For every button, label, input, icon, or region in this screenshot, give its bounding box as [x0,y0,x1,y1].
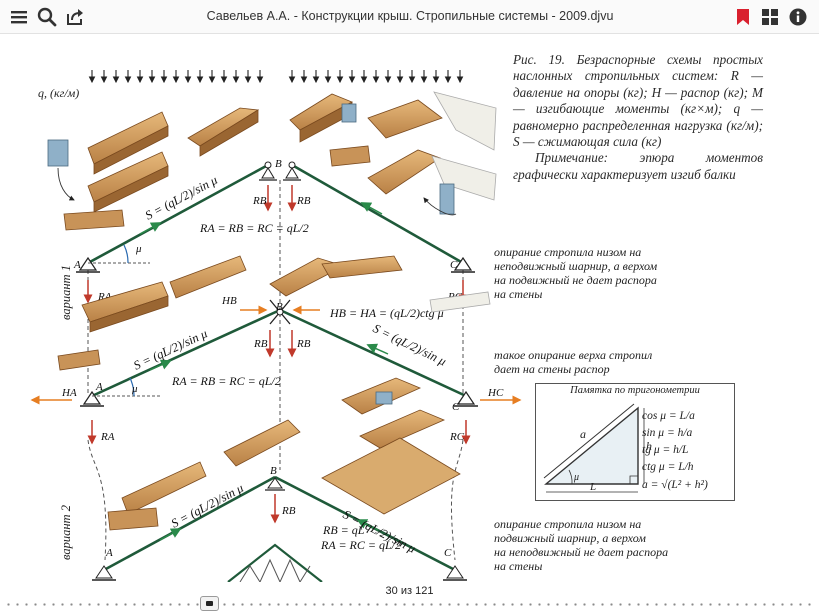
search-icon[interactable] [36,6,58,28]
svg-text:A: A [105,547,113,559]
document-title: Савельев А.А. - Конструкции крыш. Стропи… [206,9,614,23]
timber-illustrations [47,91,497,531]
s-label-3: S = (qL/2)/sin μ [371,321,449,369]
caption-note: Примечание: эпюра моментов графически ха… [513,150,763,182]
svg-text:a: a [580,427,586,441]
page-progress-track[interactable] [4,603,815,606]
svg-text:B: B [276,301,283,313]
r-equation-2: RA = RB = RC = qL/2 [171,374,281,388]
svg-text:RB: RB [296,338,311,350]
rb-equation-3: RB = qL [322,523,365,537]
svg-text:B: B [270,465,277,477]
svg-text:RB: RB [253,338,268,350]
svg-text:B: B [275,158,282,170]
menu-icon[interactable] [8,6,30,28]
info-icon[interactable] [787,6,809,28]
scheme-1 [76,161,475,304]
svg-text:RB: RB [252,195,267,207]
ra-equation-3: RA = RC = qL/2 [320,538,401,552]
load-label: q, (кг/м) [38,86,79,100]
svg-text:A: A [95,381,103,393]
scheme-2 [30,299,522,445]
share-icon[interactable] [64,6,86,28]
variant-1-label: вариант 1 [59,265,73,320]
page-slider-handle[interactable] [200,596,220,611]
grid-icon[interactable] [759,6,781,28]
svg-text:HB: HB [221,295,237,307]
caption-text: Рис. 19. Безраспорные схемы простых насл… [513,52,763,150]
side-note-1: опирание стропила низом на неподвижный ш… [494,245,658,301]
svg-text:RB: RB [281,505,296,517]
svg-text:C: C [450,259,458,271]
page-navigator: 30 из 121 [0,582,819,614]
document-page: q, (кг/м) вариант 1 вариант 2 [0,34,819,582]
svg-text:C: C [444,547,452,559]
svg-text:C: C [452,401,460,413]
r-equation-1: RA = RB = RC = qL/2 [199,221,309,235]
svg-text:HA: HA [61,387,77,399]
svg-text:RC: RC [449,431,465,443]
side-note-3: опирание стропила низом на подвижный шар… [494,517,669,573]
svg-text:μ: μ [131,383,138,395]
s-label-2: S = (qL/2)/sin μ [131,326,209,372]
svg-text:HC: HC [487,387,504,399]
figure-caption: Рис. 19. Безраспорные схемы простых насл… [513,52,763,183]
variant-2-label: вариант 2 [59,505,73,560]
bookmark-icon[interactable] [732,6,754,28]
page-indicator: 30 из 121 [385,585,434,597]
trig-reminder-box: Памятка по тригонометрии a h L μ cos μ =… [535,383,735,501]
svg-text:A: A [73,259,81,271]
formula-cos: cos μ = L/a [642,410,695,422]
side-note-2: такое опирание верха стропил дает на сте… [494,348,653,376]
svg-text:RB: RB [296,195,311,207]
trig-title: Памятка по тригонометрии [570,385,700,396]
svg-text:μ: μ [573,472,579,483]
load-arrows [88,70,464,84]
formula-tg: tg μ = h/L [642,444,689,456]
formula-hyp: a = √(L² + h²) [642,479,708,491]
svg-text:RA: RA [100,431,115,443]
h-equation: HB = HA = (qL/2)ctg μ [329,306,444,320]
truss-diagram: q, (кг/м) вариант 1 вариант 2 [30,70,522,582]
scheme-3 [92,475,467,582]
trig-triangle: a h L μ [543,403,652,493]
svg-text:L: L [589,481,596,493]
svg-text:h: h [646,439,652,453]
svg-text:μ: μ [135,243,142,255]
formula-ctg: ctg μ = L/h [642,461,694,473]
toolbar: Савельев А.А. - Конструкции крыш. Стропи… [0,0,819,34]
slider-grip-icon [206,601,214,606]
formula-sin: sin μ = h/a [642,427,693,439]
